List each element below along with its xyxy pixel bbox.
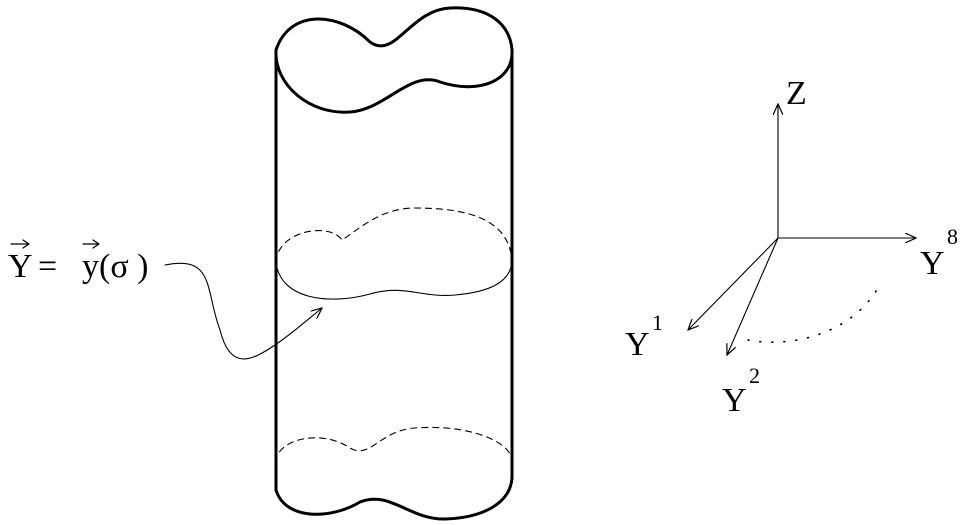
middle-section-back	[275, 207, 513, 263]
y1-axis-label: Y	[625, 326, 650, 363]
equation-rhs-var: y	[82, 248, 99, 285]
z-axis-label: Z	[786, 75, 807, 112]
lhs-vector-arrow-head	[22, 239, 30, 249]
lower-section-back	[275, 426, 513, 463]
embedding-equation: Y = y (σ )	[8, 239, 148, 285]
y2-axis-superscript: 2	[749, 363, 760, 388]
dotted-dimension-arc	[747, 287, 879, 343]
coordinate-axes: Z Y 8 Y 1 Y 2	[625, 75, 958, 419]
y2-axis-arrow	[727, 237, 779, 355]
equation-rhs-arg: (σ )	[99, 248, 148, 285]
cylinder-top-cap	[274, 6, 514, 114]
middle-section-front	[275, 261, 513, 300]
pointer-curve-arrow	[164, 262, 322, 360]
equation-equals: =	[38, 248, 57, 285]
y8-axis-label: Y	[920, 245, 945, 282]
y1-axis-arrow	[688, 237, 779, 330]
y8-axis-superscript: 8	[947, 224, 958, 249]
equation-lhs: Y	[8, 248, 33, 285]
rhs-vector-arrow-head	[92, 239, 100, 249]
cylinder	[274, 6, 514, 521]
cylinder-bottom-edge	[274, 476, 514, 521]
y1-axis-superscript: 1	[652, 310, 663, 335]
y2-axis-label: Y	[722, 382, 747, 419]
